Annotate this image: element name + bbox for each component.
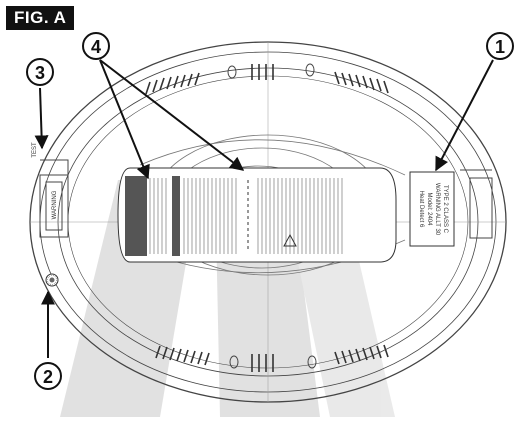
top-vents (145, 64, 389, 95)
rating-line-3: WARNING ALLT 30 (434, 183, 440, 236)
arrow-callout-4a (99, 59, 150, 180)
label-dark-band-1 (125, 176, 147, 256)
bottom-screws (229, 355, 317, 369)
callout-3-label: 3 (35, 63, 45, 83)
callouts: 1 2 3 4 (26, 32, 514, 390)
callout-3: 3 (26, 58, 54, 86)
product-label (117, 167, 397, 263)
bottom-vents (155, 344, 389, 372)
sensor-grille (45, 273, 59, 287)
label-fine-print (149, 178, 343, 254)
callout-2-label: 2 (43, 367, 53, 387)
side-label-warning: WARNING (52, 190, 58, 219)
label-dark-band-2 (172, 176, 180, 256)
warning-triangle-icon (283, 233, 297, 247)
left-side-tab (39, 159, 69, 238)
arrow-callout-4b (99, 59, 245, 171)
side-label: WARNING TEST (32, 142, 58, 219)
rating-label: Heat Detect 6 Model: 2404 WARNING ALLT 3… (409, 171, 455, 247)
top-screws (227, 63, 315, 79)
callout-4: 4 (82, 32, 110, 60)
callout-1-label: 1 (495, 37, 505, 57)
callout-4-label: 4 (91, 37, 101, 57)
figure-tag: FIG. A (6, 6, 75, 30)
callout-arrows (34, 59, 494, 358)
right-side-tab (460, 169, 493, 239)
arrow-callout-1 (435, 59, 494, 172)
rating-line-4: TYPE 2 CLASS C (442, 185, 448, 234)
side-label-test: TEST (32, 142, 38, 158)
rating-line-2: Model: 2404 (426, 192, 432, 226)
callout-1: 1 (486, 32, 514, 60)
arrow-callout-3 (34, 87, 49, 150)
callout-2: 2 (34, 362, 62, 390)
rating-line-1: Heat Detect 6 (418, 191, 424, 228)
